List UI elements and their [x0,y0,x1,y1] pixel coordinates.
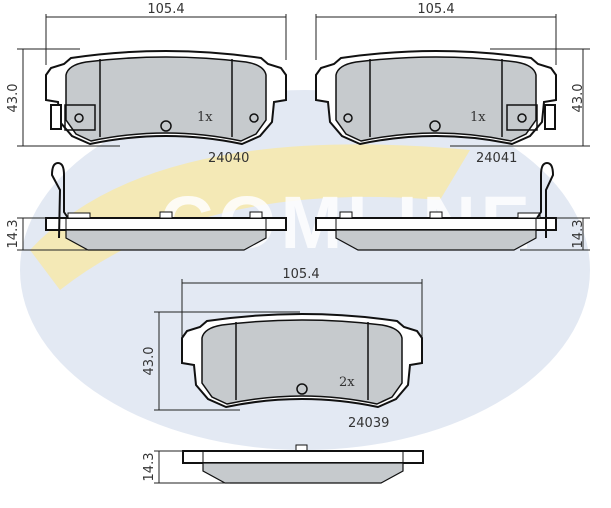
height-dimension: 43.0 [571,84,586,113]
part-number: 24041 [476,151,517,166]
width-dimension: 105.4 [147,2,184,17]
quantity-label: 1x [470,110,486,125]
part-number: 24039 [348,416,389,431]
spring-clip [536,161,555,238]
hole-icon [429,120,441,132]
pad-24041-front: 105.4 43.0 1x 24041 [315,2,590,166]
pad-24040-front: 105.4 43.0 1x 24040 [6,2,287,166]
pad-24040-side: 14.3 [6,161,287,251]
pad-24039-side: 14.3 [142,444,424,484]
watermark-swoosh [30,144,470,290]
hole-icon [517,113,527,123]
hole-icon [343,113,353,123]
mounting-tab [64,104,96,131]
hole-icon [160,120,172,132]
hole-icon [74,113,84,123]
quantity-label: 1x [197,110,213,125]
spring-clip [50,161,69,239]
pad-24041-side: 14.3 [315,161,590,251]
height-dimension: 43.0 [6,84,21,113]
pad-24039-front: 105.4 43.0 2x 24039 [142,267,423,431]
width-dimension: 105.4 [282,267,319,282]
thickness-dimension: 14.3 [6,220,21,249]
mounting-tab [506,104,538,131]
thickness-dimension: 14.3 [571,220,586,249]
part-number: 24040 [208,151,249,166]
thickness-dimension: 14.3 [142,453,157,482]
hole-icon [296,383,308,395]
hole-icon [249,113,259,123]
width-dimension: 105.4 [417,2,454,17]
quantity-label: 2x [339,375,355,390]
height-dimension: 43.0 [142,347,157,376]
